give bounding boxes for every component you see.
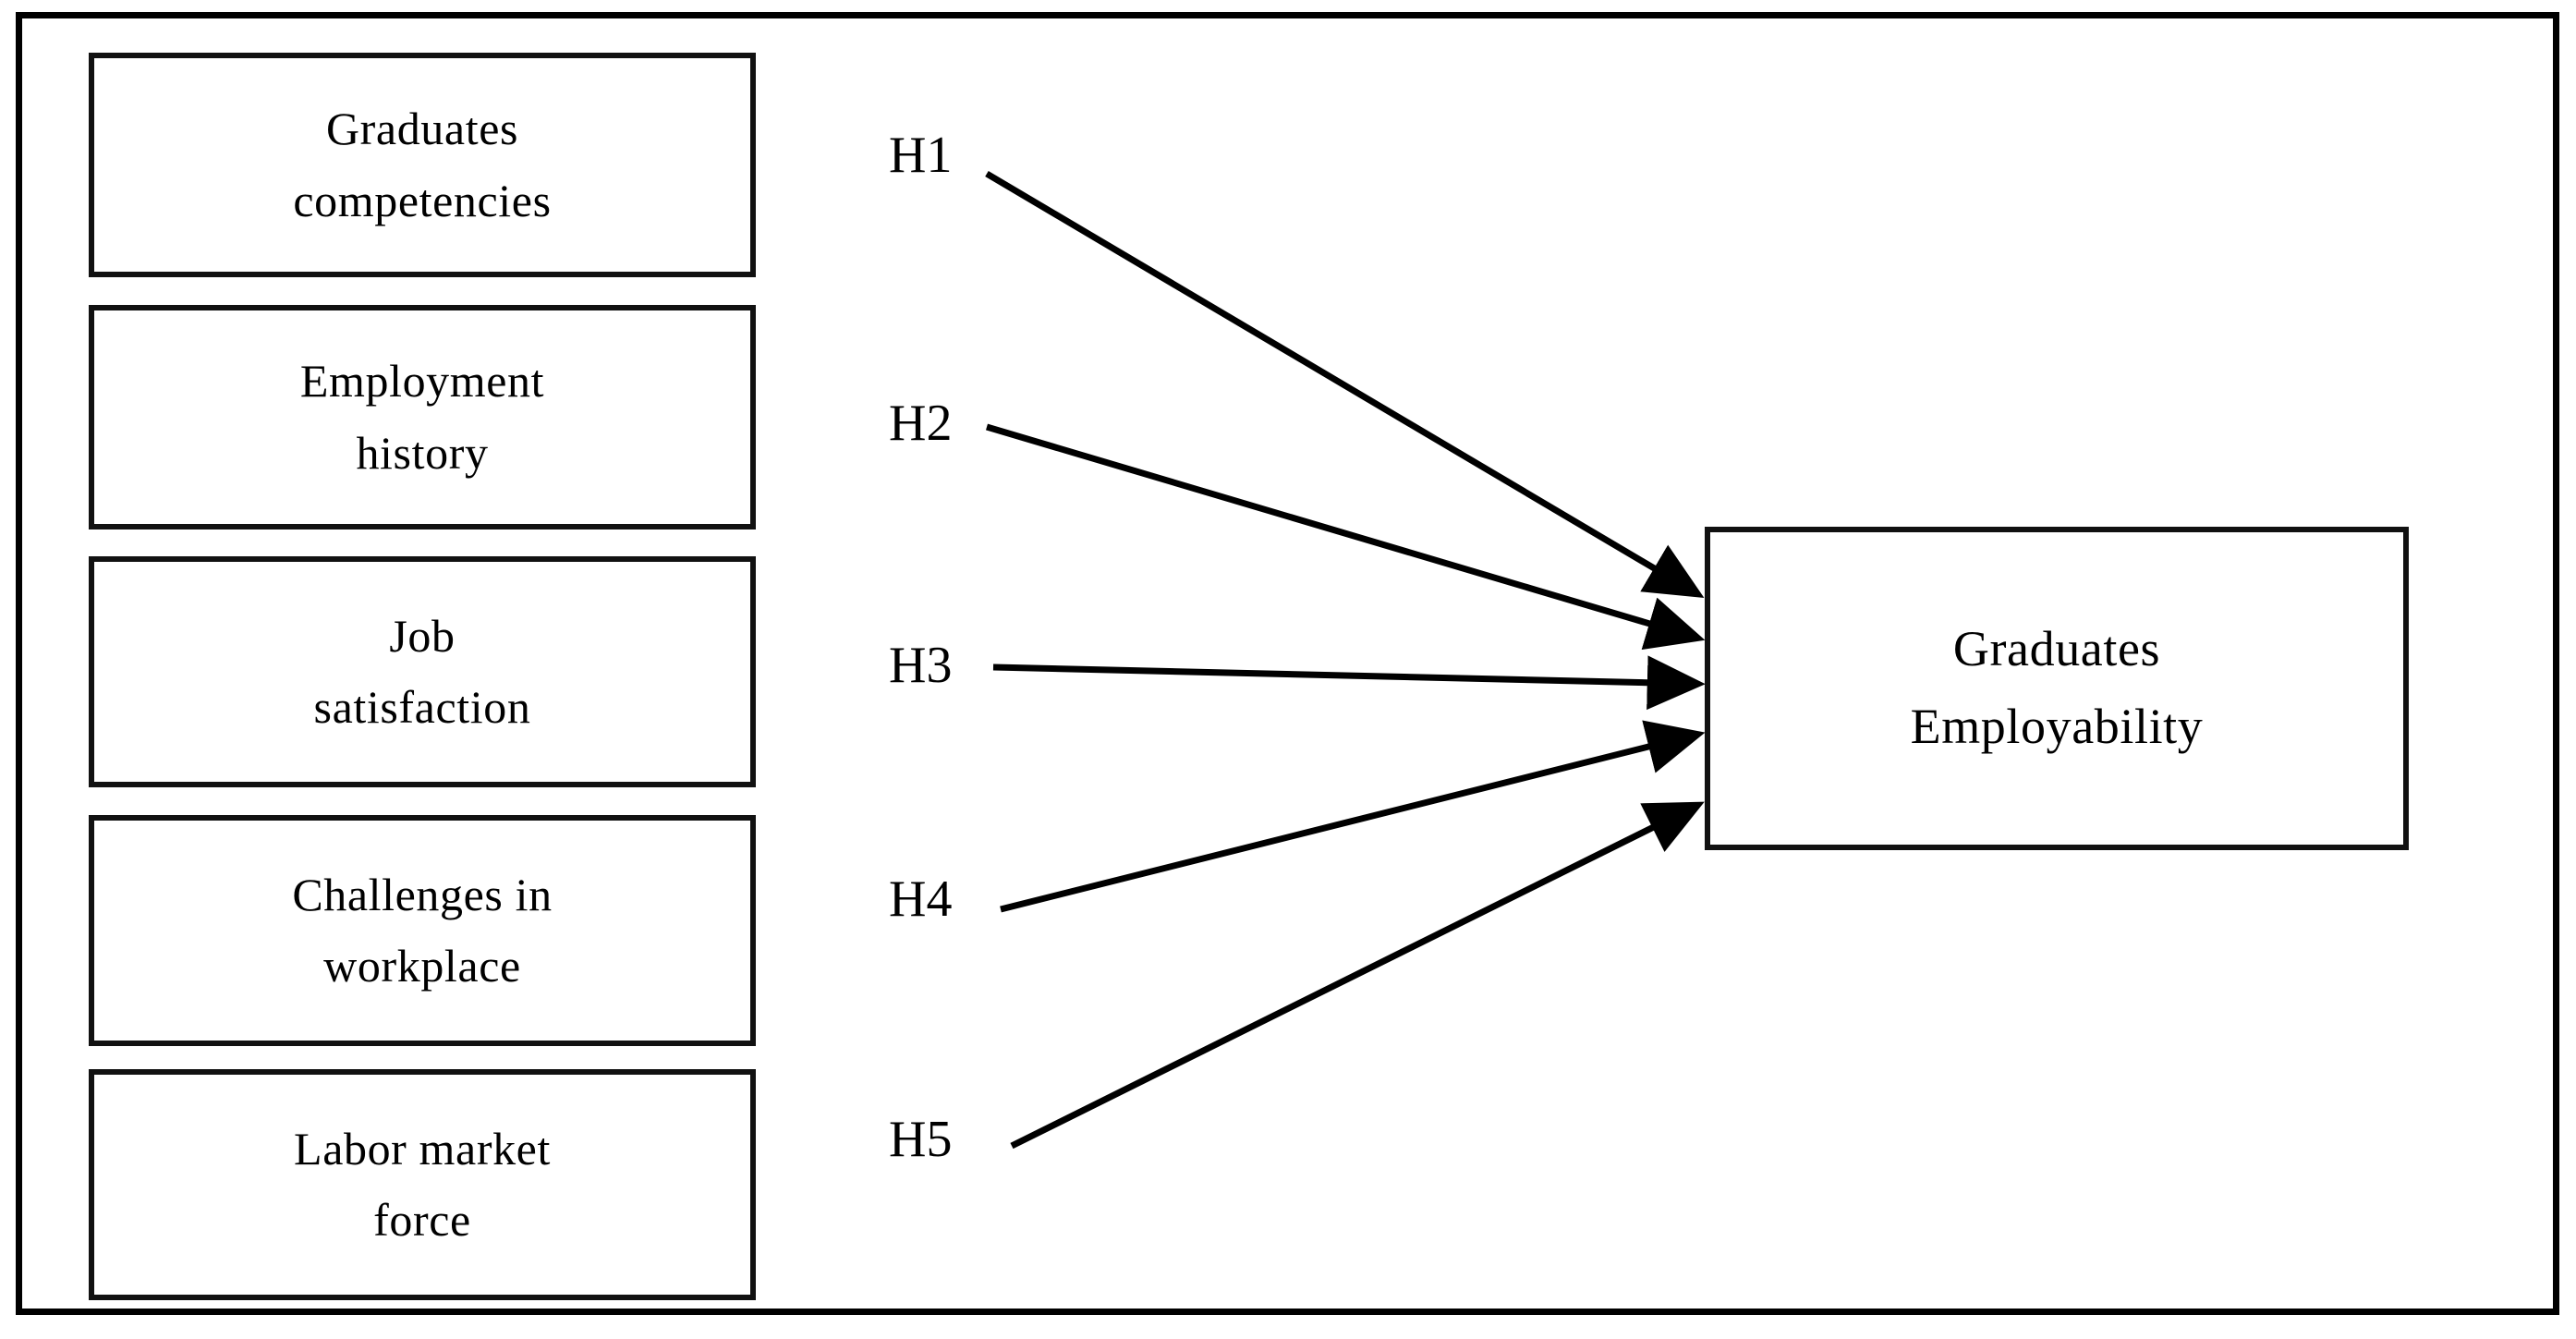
node-employment-history[interactable]: Employment history xyxy=(89,305,756,530)
node-label-line-1: Job xyxy=(389,609,456,662)
node-graduates-employability[interactable]: Graduates Employability xyxy=(1705,527,2409,850)
node-label-line-2: workplace xyxy=(323,940,521,992)
hypothesis-label-h5: H5 xyxy=(889,1111,953,1168)
node-label-line-2: satisfaction xyxy=(313,681,531,733)
node-label-line-1: Graduates xyxy=(325,103,519,154)
hypothesis-label-h4: H4 xyxy=(889,870,953,928)
node-label-line-2: competencies xyxy=(293,174,552,226)
hypothesis-label-h2: H2 xyxy=(889,395,953,452)
node-graduates-competencies[interactable]: Graduates competencies xyxy=(89,53,756,277)
node-label-line-2: Employability xyxy=(1910,699,2204,754)
node-label-line-1: Graduates xyxy=(1952,621,2161,677)
node-label-line-1: Employment xyxy=(299,355,545,407)
node-job-satisfaction[interactable]: Job satisfaction xyxy=(89,556,756,787)
node-label-line-1: Labor market xyxy=(294,1122,551,1175)
node-challenges-in-workplace[interactable]: Challenges in workplace xyxy=(89,815,756,1046)
hypothesis-label-h1: H1 xyxy=(889,127,953,184)
hypothesis-label-h3: H3 xyxy=(889,637,953,694)
node-label-line-2: history xyxy=(356,426,489,479)
node-label-line-2: force xyxy=(373,1194,471,1246)
node-label-line-1: Challenges in xyxy=(292,868,553,920)
node-labor-market-force[interactable]: Labor market force xyxy=(89,1069,756,1300)
